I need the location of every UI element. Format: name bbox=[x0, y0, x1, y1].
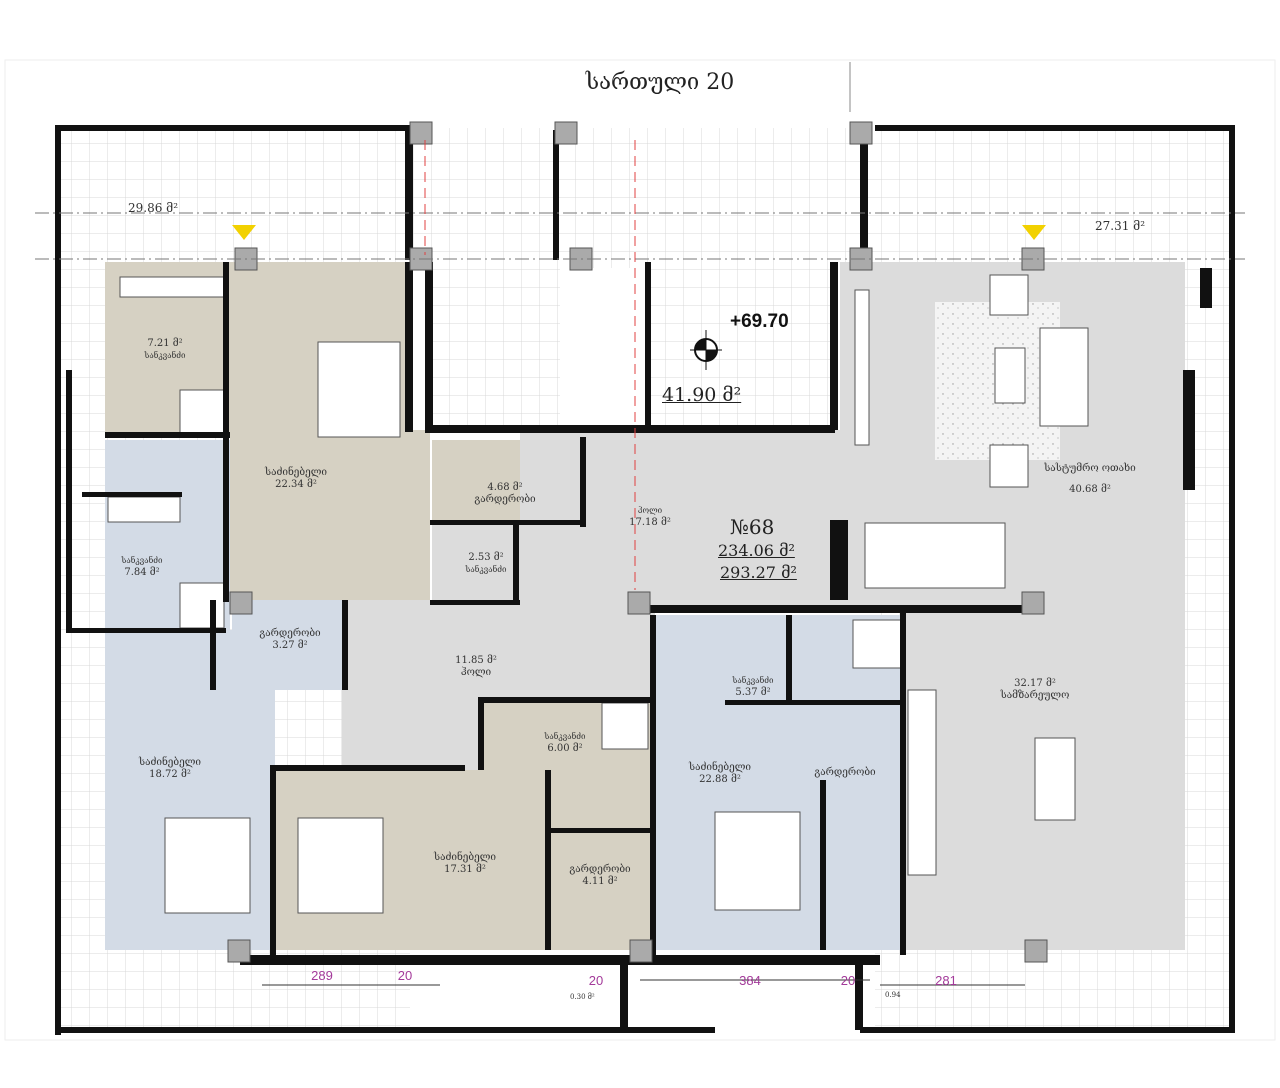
vanity bbox=[107, 496, 181, 523]
elevation-mark: +69.70 bbox=[730, 311, 789, 332]
bed bbox=[297, 817, 384, 914]
dimension-label: 281 bbox=[935, 973, 957, 988]
furniture bbox=[107, 274, 1089, 914]
terrace-left-area: 29.86 მ² bbox=[128, 201, 179, 215]
axis-lines bbox=[35, 212, 1245, 260]
armchair bbox=[989, 444, 1029, 488]
dimension-label: 20 bbox=[588, 973, 604, 988]
walls bbox=[55, 125, 1235, 1035]
kitchen-counter bbox=[907, 689, 937, 876]
small-area-label: 0.30 მ² bbox=[570, 993, 595, 1001]
shower bbox=[179, 389, 225, 436]
dimension-label: 20 bbox=[397, 968, 413, 983]
room-label: გარდერობი bbox=[814, 767, 876, 778]
sofa bbox=[1039, 327, 1089, 427]
dimension-label: 20 bbox=[840, 973, 856, 988]
bed bbox=[164, 817, 251, 914]
apartment-area-net: 234.06 მ² bbox=[718, 541, 795, 560]
shower bbox=[601, 702, 649, 750]
coffee-table bbox=[994, 347, 1026, 404]
shower bbox=[179, 582, 225, 629]
floor-title: სართული 20 bbox=[585, 70, 735, 95]
tv-unit bbox=[854, 289, 870, 446]
dimension-label: 384 bbox=[739, 973, 761, 988]
terrace-right-area: 27.31 მ² bbox=[1095, 219, 1146, 233]
bed bbox=[317, 341, 401, 438]
markers bbox=[232, 225, 1046, 240]
dimension-label: 289 bbox=[311, 968, 333, 983]
red-axis bbox=[424, 140, 636, 590]
vanity bbox=[119, 276, 226, 298]
dining-table bbox=[1034, 737, 1076, 821]
bed bbox=[714, 811, 801, 911]
void-area bbox=[650, 262, 835, 430]
shower bbox=[852, 619, 902, 669]
apartment-area-total: 293.27 მ² bbox=[720, 563, 797, 582]
north-marker-icon bbox=[232, 225, 256, 240]
level-marker-icon bbox=[690, 330, 722, 370]
void-area: 41.90 მ² bbox=[662, 384, 742, 406]
dining-table bbox=[864, 522, 1006, 589]
armchair bbox=[989, 274, 1029, 316]
apartment-number: №68 bbox=[730, 515, 775, 539]
dimension-lines bbox=[262, 979, 1025, 986]
north-marker-icon bbox=[1022, 225, 1046, 240]
small-area-label: 0.94 bbox=[885, 991, 901, 999]
staircase bbox=[430, 140, 560, 430]
